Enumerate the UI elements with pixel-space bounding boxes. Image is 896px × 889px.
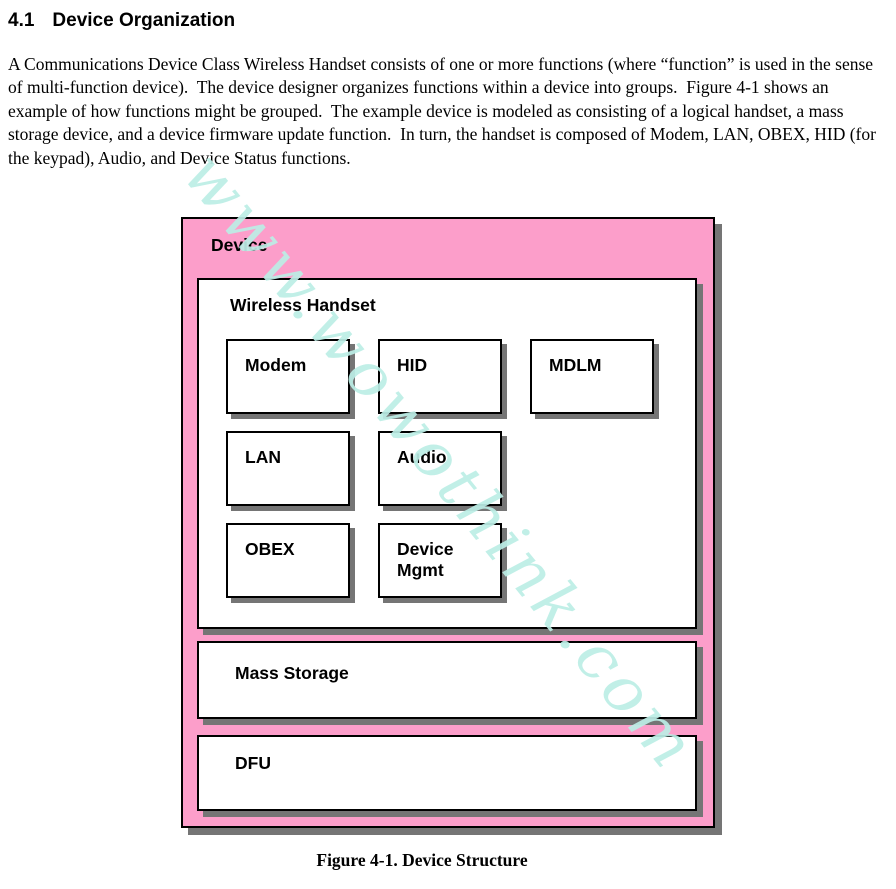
function-box-obex: OBEX	[226, 523, 350, 598]
device-mgmt-label: Device Mgmt	[397, 539, 454, 580]
function-box-audio: Audio	[378, 431, 502, 506]
lan-label: LAN	[245, 447, 281, 467]
hid-label: HID	[397, 355, 428, 375]
modem-label: Modem	[245, 355, 307, 375]
function-box-mdlm: MDLM	[530, 339, 654, 414]
figure-device-structure: Device Wireless Handset Modem HID MDLM L…	[181, 217, 715, 828]
mass-storage-box: Mass Storage	[197, 641, 697, 719]
device-label: Device	[211, 235, 268, 255]
function-box-hid: HID	[378, 339, 502, 414]
mdlm-label: MDLM	[549, 355, 602, 375]
function-box-lan: LAN	[226, 431, 350, 506]
wireless-handset-box: Wireless Handset Modem HID MDLM LAN Audi…	[197, 278, 697, 629]
wireless-handset-label: Wireless Handset	[230, 295, 376, 315]
device-box: Device Wireless Handset Modem HID MDLM L…	[181, 217, 715, 828]
dfu-box: DFU	[197, 735, 697, 811]
mass-storage-label: Mass Storage	[235, 663, 349, 683]
audio-label: Audio	[397, 447, 447, 467]
obex-label: OBEX	[245, 539, 295, 559]
dfu-label: DFU	[235, 753, 271, 773]
document-page: 4.1 Device Organization A Communications…	[0, 10, 896, 871]
body-paragraph: A Communications Device Class Wireless H…	[8, 54, 881, 168]
section-title: Device Organization	[52, 10, 236, 31]
figure-caption: Figure 4-1. Device Structure	[316, 850, 528, 870]
section-number: 4.1	[8, 10, 35, 31]
section-heading: 4.1 Device Organization	[8, 10, 896, 32]
function-box-device-mgmt: Device Mgmt	[378, 523, 502, 598]
function-box-modem: Modem	[226, 339, 350, 414]
